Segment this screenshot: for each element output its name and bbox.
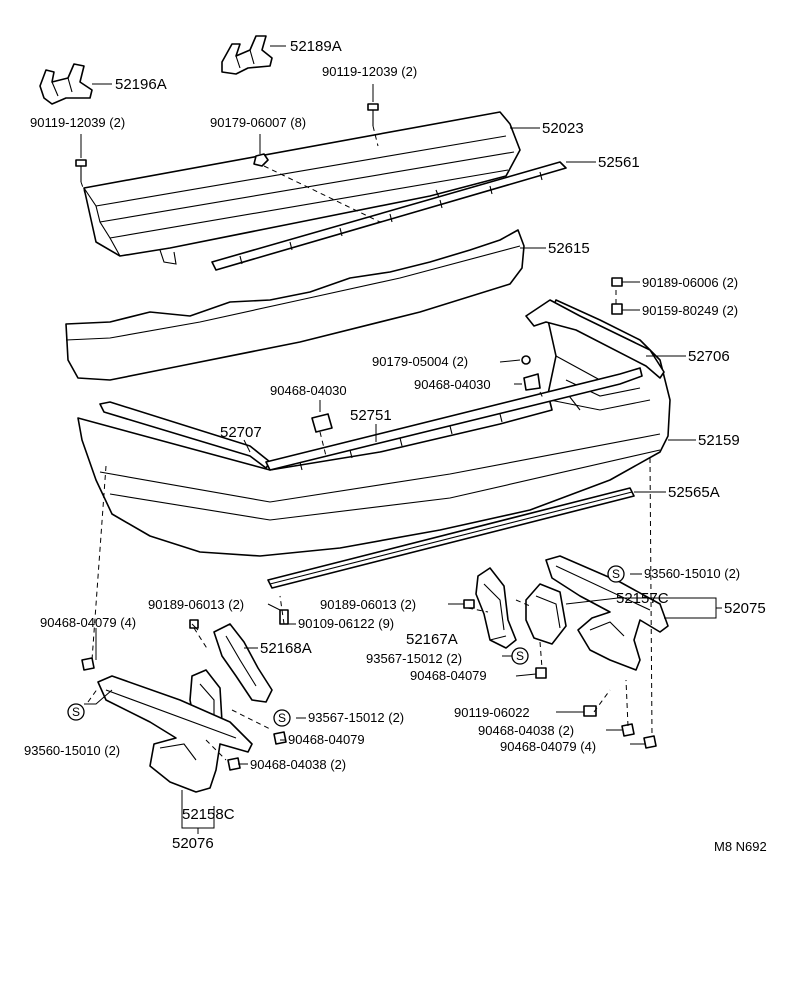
bracket-52167A-drawing	[475, 567, 517, 649]
retainer-52157C-drawing	[525, 583, 567, 645]
bolt-90119-06022	[583, 705, 597, 717]
label-90179-05004: 90179-05004 (2)	[372, 354, 468, 369]
label-52167A: 52167A	[406, 631, 458, 648]
mudguard-52076-drawing	[97, 675, 253, 793]
label-52158C: 52158C	[182, 806, 235, 823]
label-52159: 52159	[698, 432, 740, 449]
screw-90189-06013-left	[189, 619, 199, 629]
bracket-52189A-drawing	[221, 35, 273, 75]
clip-90468-04030-left	[311, 413, 333, 433]
label-93567-15012-left: 93567-15012 (2)	[308, 710, 404, 725]
bolt-90119-12039-top	[367, 103, 379, 126]
label-90468-04079-left: 90468-04079 (4)	[40, 615, 136, 630]
label-93560-15010-left: 93560-15010 (2)	[24, 743, 120, 758]
nut-90179-06007	[253, 153, 269, 167]
label-93567-15012-right: 93567-15012 (2)	[366, 651, 462, 666]
label-52561: 52561	[598, 154, 640, 171]
label-90189-06013-right: 90189-06013 (2)	[320, 597, 416, 612]
label-52023: 52023	[542, 120, 584, 137]
diagram-code: M8 N692	[714, 839, 767, 854]
s-marker-93560-right: S	[607, 565, 625, 583]
bumper-absorber-52615-drawing	[65, 229, 525, 381]
s-marker-93567-left: S	[273, 709, 291, 727]
label-52189A: 52189A	[290, 38, 342, 55]
molding-52706-drawing	[525, 299, 665, 379]
label-52707: 52707	[220, 424, 262, 441]
lower-molding-52565A-drawing	[267, 487, 635, 589]
label-90119-12039-top: 90119-12039 (2)	[322, 64, 417, 79]
label-90468-04079-left-mid: 90468-04079	[288, 732, 365, 747]
label-90109-06122: 90109-06122 (9)	[298, 616, 394, 631]
clip-90468-04030-right	[523, 373, 541, 391]
screw-90189-06013-right	[463, 599, 475, 609]
s-marker-text: S	[516, 649, 524, 663]
label-52565A: 52565A	[668, 484, 720, 501]
label-90468-04038-right: 90468-04038 (2)	[478, 723, 574, 738]
label-90468-04030-right: 90468-04030	[414, 377, 491, 392]
label-52706: 52706	[688, 348, 730, 365]
label-90119-12039-left: 90119-12039 (2)	[30, 115, 125, 130]
s-marker-text: S	[72, 705, 80, 719]
label-52157C: 52157C	[616, 590, 669, 607]
label-90468-04079-center: 90468-04079	[410, 668, 487, 683]
label-93560-15010-right: 93560-15010 (2)	[644, 566, 740, 581]
s-marker-93567-right: S	[511, 647, 529, 665]
nut-90179-05004	[521, 355, 531, 365]
label-90468-04079-right: 90468-04079 (4)	[500, 739, 596, 754]
assembly-dashed-lines	[80, 125, 653, 761]
label-90179-06007: 90179-06007 (8)	[210, 115, 306, 130]
label-52076: 52076	[172, 835, 214, 852]
label-52168A: 52168A	[260, 640, 312, 657]
clip-90468-04079-left-top	[81, 657, 95, 671]
label-90159-80249: 90159-80249 (2)	[642, 303, 738, 318]
clip-90468-04079-right	[643, 735, 657, 749]
label-90468-04030-left: 90468-04030	[270, 383, 347, 398]
mudguard-52075-drawing	[545, 555, 669, 671]
leader-lines	[80, 45, 722, 834]
s-marker-93560-left: S	[67, 703, 85, 721]
clip-90468-04038-right	[621, 723, 635, 737]
screw-90159-80249	[611, 303, 623, 315]
s-marker-text: S	[278, 711, 286, 725]
label-90189-06013-left: 90189-06013 (2)	[148, 597, 244, 612]
screw-90189-06006	[611, 277, 623, 287]
label-52196A: 52196A	[115, 76, 167, 93]
bolt-90119-12039-left	[75, 159, 87, 182]
molding-52751-drawing	[265, 367, 643, 471]
label-90119-06022: 90119-06022	[454, 705, 530, 720]
retainer-52561-drawing	[211, 161, 567, 271]
clip-90468-04038-left	[227, 757, 241, 771]
clip-90468-04079-center	[535, 667, 547, 679]
label-52615: 52615	[548, 240, 590, 257]
label-90468-04038-left: 90468-04038 (2)	[250, 757, 346, 772]
reinforcement-52023-drawing	[83, 111, 521, 265]
clip-90468-04079-left-mid	[273, 731, 287, 745]
label-90189-06006: 90189-06006 (2)	[642, 275, 738, 290]
label-52751: 52751	[350, 407, 392, 424]
s-marker-text: S	[612, 567, 620, 581]
bracket-52196A-drawing	[39, 63, 93, 105]
label-52075: 52075	[724, 600, 766, 617]
bracket-52168A-drawing	[213, 623, 273, 703]
